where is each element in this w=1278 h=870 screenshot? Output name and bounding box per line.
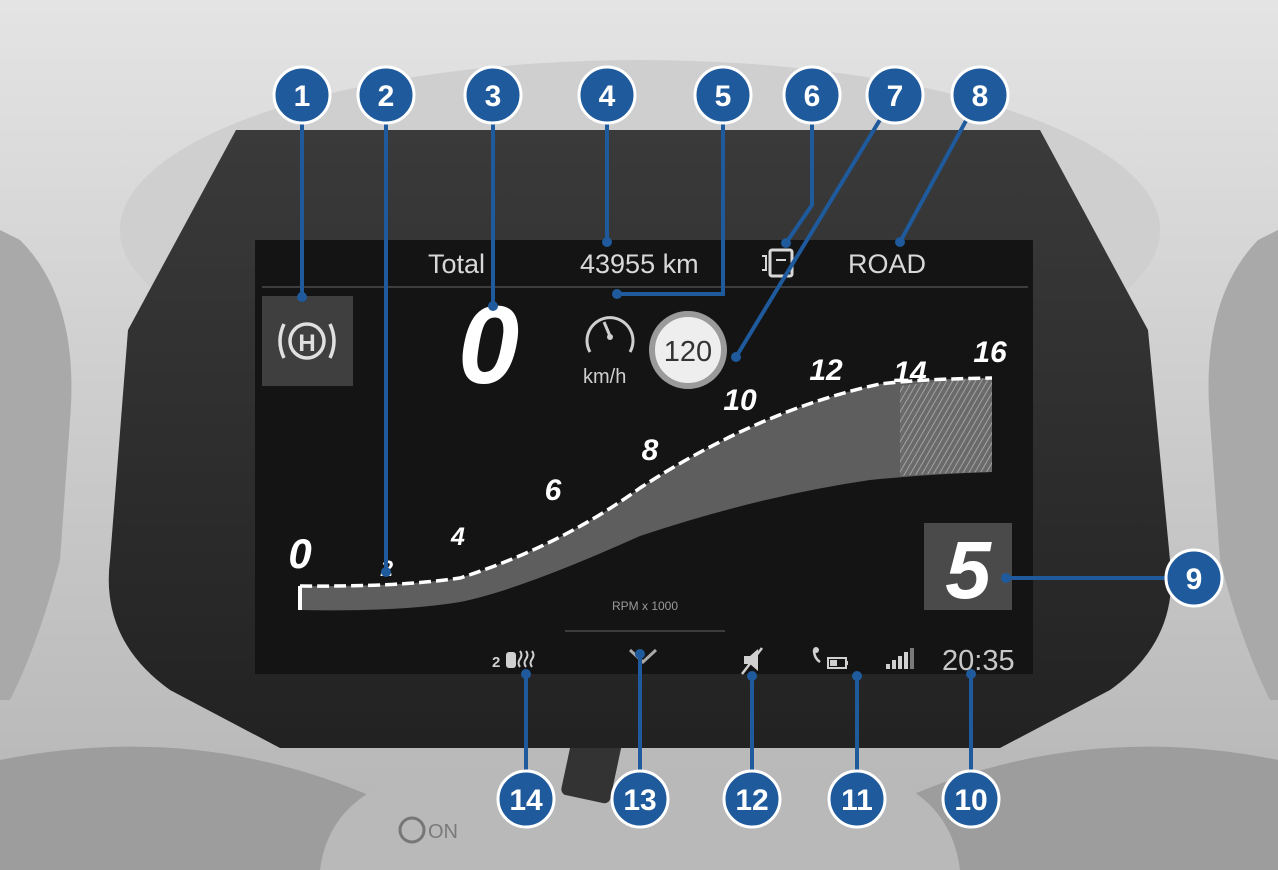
handlebar-left <box>0 746 420 870</box>
speed-unit: km/h <box>583 366 626 388</box>
tachometer-band <box>300 378 992 611</box>
callout-number: 10 <box>954 784 987 817</box>
tach-tick-label: 0 <box>288 530 311 577</box>
tach-tick-label: 8 <box>642 434 659 467</box>
callout-badge: 13 <box>610 769 670 829</box>
heated-grip-level: 2 <box>492 654 500 671</box>
callout-badge: 2 <box>356 65 416 125</box>
ignition-label: ON <box>428 821 458 843</box>
right-mirror-mount <box>1208 230 1278 700</box>
tach-tick-label: 4 <box>450 523 465 551</box>
callout-number: 6 <box>804 80 821 113</box>
ride-mode: ROAD <box>848 249 926 279</box>
tach-tick-label: 10 <box>723 384 757 417</box>
callout-number: 3 <box>485 80 502 113</box>
callout-number: 12 <box>735 784 768 817</box>
phone-battery-icon <box>812 647 848 669</box>
callout-badge: 6 <box>782 65 842 125</box>
callout-number: 13 <box>623 784 656 817</box>
callout-badge: 11 <box>827 769 887 829</box>
rpm-label: RPM x 1000 <box>612 599 678 613</box>
speaker-muted-icon <box>741 647 763 675</box>
callout-badge: 4 <box>577 65 637 125</box>
callout-number: 2 <box>378 80 395 113</box>
parking-brake-box <box>262 296 353 386</box>
callout-number: 7 <box>887 80 904 113</box>
callout-badge: 8 <box>950 65 1010 125</box>
speed-limit-sign <box>649 311 727 389</box>
tach-tick-label: 12 <box>809 354 843 387</box>
tach-tick-label: 16 <box>973 336 1007 369</box>
callout-number: 5 <box>715 80 732 113</box>
callout-badge: 9 <box>1164 548 1224 608</box>
gear-box <box>924 523 1012 610</box>
callout-number: 4 <box>599 80 616 113</box>
callout-number: 11 <box>841 784 873 817</box>
callout-badge: 5 <box>693 65 753 125</box>
callout-badge: 12 <box>722 769 782 829</box>
callout-badge: 14 <box>496 769 556 829</box>
speed-limit-value: 120 <box>664 336 712 368</box>
menu-chevron-icon[interactable] <box>628 648 658 665</box>
parking-brake-icon: H <box>278 322 336 360</box>
gear-value: 5 <box>945 525 992 616</box>
callout-badge: 7 <box>865 65 925 125</box>
callout-badge: 1 <box>272 65 332 125</box>
odometer-value: 43955 km <box>580 249 699 279</box>
left-mirror-mount <box>0 230 72 700</box>
callout-badge: 3 <box>463 65 523 125</box>
heated-grips-icon <box>506 650 535 668</box>
callout-number: 1 <box>294 80 311 113</box>
clock-time: 20:35 <box>942 645 1015 677</box>
callout-number: 8 <box>972 80 989 113</box>
tachometer-redline-zone <box>900 378 992 476</box>
svg-text:H: H <box>298 330 315 357</box>
callout-number: 14 <box>509 784 543 817</box>
speedometer-icon <box>585 316 635 353</box>
tachometer-scale <box>299 376 993 588</box>
tach-tick-label: 14 <box>893 356 927 389</box>
ignition-icon <box>398 816 426 844</box>
callout-number: 9 <box>1186 563 1203 596</box>
tach-tick-label: 6 <box>545 474 562 507</box>
speed-value: 0 <box>458 284 519 407</box>
signal-strength-icon <box>886 648 914 669</box>
odometer-label: Total <box>428 249 485 279</box>
callout-endpoints <box>297 237 1011 681</box>
callout-badge: 10 <box>941 769 1001 829</box>
